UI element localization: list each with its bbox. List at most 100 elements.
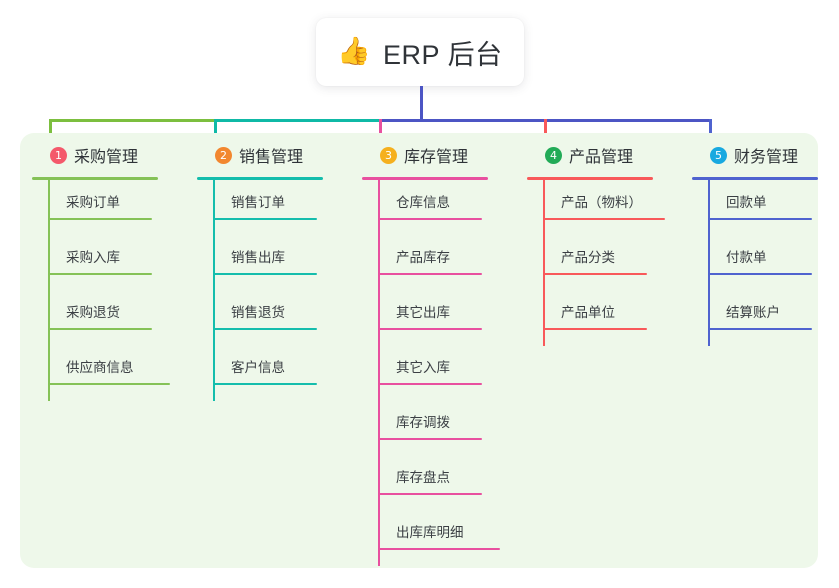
branch-number-badge: 1 bbox=[50, 146, 67, 164]
leaf-node[interactable]: 其它入库 bbox=[378, 344, 482, 399]
leaf-label: 供应商信息 bbox=[66, 360, 134, 375]
leaf-underline bbox=[213, 328, 317, 330]
bus-segment-2 bbox=[214, 119, 382, 122]
branch-title: 采购管理 bbox=[74, 149, 139, 166]
bus-segment-4 bbox=[544, 119, 712, 122]
branches-panel bbox=[20, 133, 818, 568]
leaf-underline bbox=[213, 218, 317, 220]
bus-segment-1 bbox=[49, 119, 217, 122]
leaf-node[interactable]: 结算账户 bbox=[708, 289, 812, 344]
bus-segment-3 bbox=[379, 119, 547, 122]
branch-column-产品管理: 4 产品管理产品（物料） 产品分类产品单位 bbox=[527, 143, 687, 346]
leaf-node[interactable]: 供应商信息 bbox=[48, 344, 170, 399]
branch-header-财务管理[interactable]: 5 财务管理 bbox=[692, 143, 839, 167]
branch-column-采购管理: 1 采购管理采购订单采购入库采购退货供应商信息 bbox=[32, 143, 192, 401]
thumbs-up-icon: 👍 bbox=[337, 35, 372, 66]
branch-number-badge: 2 bbox=[215, 146, 232, 164]
leaf-label: 产品分类 bbox=[561, 250, 615, 265]
leaf-label: 回款单 bbox=[726, 195, 767, 210]
branch-underline bbox=[692, 177, 818, 180]
branch-spine bbox=[48, 179, 50, 401]
leaf-label: 产品库存 bbox=[396, 250, 450, 265]
leaf-node[interactable]: 采购入库 bbox=[48, 234, 152, 289]
leaf-underline bbox=[48, 273, 152, 275]
leaf-label: 采购退货 bbox=[66, 305, 120, 320]
branch-column-销售管理: 2 销售管理销售订单销售出库销售退货客户信息 bbox=[197, 143, 357, 401]
branch-title: 产品管理 bbox=[569, 149, 634, 166]
leaf-underline bbox=[48, 383, 170, 385]
leaf-underline bbox=[48, 218, 152, 220]
leaf-underline bbox=[48, 328, 152, 330]
branch-spine bbox=[378, 179, 380, 566]
leaf-node[interactable]: 销售退货 bbox=[213, 289, 317, 344]
branch-number-badge: 3 bbox=[380, 146, 397, 164]
leaf-label: 库存盘点 bbox=[396, 470, 450, 485]
leaf-underline bbox=[708, 218, 812, 220]
leaf-label: 采购订单 bbox=[66, 195, 120, 210]
leaf-node[interactable]: 产品单位 bbox=[543, 289, 647, 344]
leaf-node[interactable]: 产品库存 bbox=[378, 234, 482, 289]
branch-title: 财务管理 bbox=[734, 149, 799, 166]
branch-spine bbox=[213, 179, 215, 401]
root-node-card[interactable]: 👍 ERP 后台 bbox=[316, 18, 524, 86]
leaf-underline bbox=[378, 218, 482, 220]
branch-title: 销售管理 bbox=[239, 149, 304, 166]
leaf-node[interactable]: 库存盘点 bbox=[378, 454, 482, 509]
branch-header-采购管理[interactable]: 1 采购管理 bbox=[32, 143, 192, 167]
root-node-title: ERP 后台 bbox=[383, 39, 503, 70]
leaf-label: 其它入库 bbox=[396, 360, 450, 375]
leaf-label: 销售出库 bbox=[231, 250, 285, 265]
leaf-node[interactable]: 仓库信息 bbox=[378, 179, 482, 234]
branch-column-财务管理: 5 财务管理回款单付款单结算账户 bbox=[692, 143, 839, 346]
leaf-node[interactable]: 出库库明细 bbox=[378, 509, 500, 564]
leaf-node[interactable]: 采购退货 bbox=[48, 289, 152, 344]
branch-spine bbox=[543, 179, 545, 346]
leaf-label: 销售退货 bbox=[231, 305, 285, 320]
leaf-underline bbox=[543, 273, 647, 275]
leaf-label: 采购入库 bbox=[66, 250, 120, 265]
branch-underline bbox=[32, 177, 158, 180]
branch-underline bbox=[362, 177, 488, 180]
leaf-underline bbox=[378, 328, 482, 330]
leaf-underline bbox=[378, 383, 482, 385]
leaf-label: 出库库明细 bbox=[396, 525, 464, 540]
leaf-underline bbox=[213, 273, 317, 275]
leaf-underline bbox=[543, 328, 647, 330]
branch-number-badge: 4 bbox=[545, 146, 562, 164]
branch-number-badge: 5 bbox=[710, 146, 727, 164]
leaf-node[interactable]: 销售订单 bbox=[213, 179, 317, 234]
leaf-node[interactable]: 客户信息 bbox=[213, 344, 317, 399]
leaf-underline bbox=[543, 218, 665, 220]
leaf-node[interactable]: 销售出库 bbox=[213, 234, 317, 289]
leaf-underline bbox=[378, 438, 482, 440]
branch-underline bbox=[197, 177, 323, 180]
leaf-node[interactable]: 回款单 bbox=[708, 179, 812, 234]
leaf-label: 产品单位 bbox=[561, 305, 615, 320]
leaf-underline bbox=[213, 383, 317, 385]
leaf-node[interactable]: 付款单 bbox=[708, 234, 812, 289]
leaf-label: 仓库信息 bbox=[396, 195, 450, 210]
branch-spine bbox=[708, 179, 710, 346]
leaf-label: 付款单 bbox=[726, 250, 767, 265]
branch-header-产品管理[interactable]: 4 产品管理 bbox=[527, 143, 687, 167]
branch-header-销售管理[interactable]: 2 销售管理 bbox=[197, 143, 357, 167]
leaf-label: 结算账户 bbox=[726, 305, 780, 320]
leaf-label: 产品（物料） bbox=[561, 195, 642, 210]
leaf-node[interactable]: 产品分类 bbox=[543, 234, 647, 289]
leaf-node[interactable]: 产品（物料） bbox=[543, 179, 665, 234]
leaf-label: 库存调拨 bbox=[396, 415, 450, 430]
leaf-label: 客户信息 bbox=[231, 360, 285, 375]
leaf-node[interactable]: 其它出库 bbox=[378, 289, 482, 344]
leaf-underline bbox=[378, 548, 500, 550]
leaf-label: 其它出库 bbox=[396, 305, 450, 320]
leaf-label: 销售订单 bbox=[231, 195, 285, 210]
trunk-line bbox=[420, 86, 423, 122]
leaf-node[interactable]: 库存调拨 bbox=[378, 399, 482, 454]
leaf-underline bbox=[708, 273, 812, 275]
leaf-underline bbox=[708, 328, 812, 330]
leaf-underline bbox=[378, 493, 482, 495]
leaf-node[interactable]: 采购订单 bbox=[48, 179, 152, 234]
